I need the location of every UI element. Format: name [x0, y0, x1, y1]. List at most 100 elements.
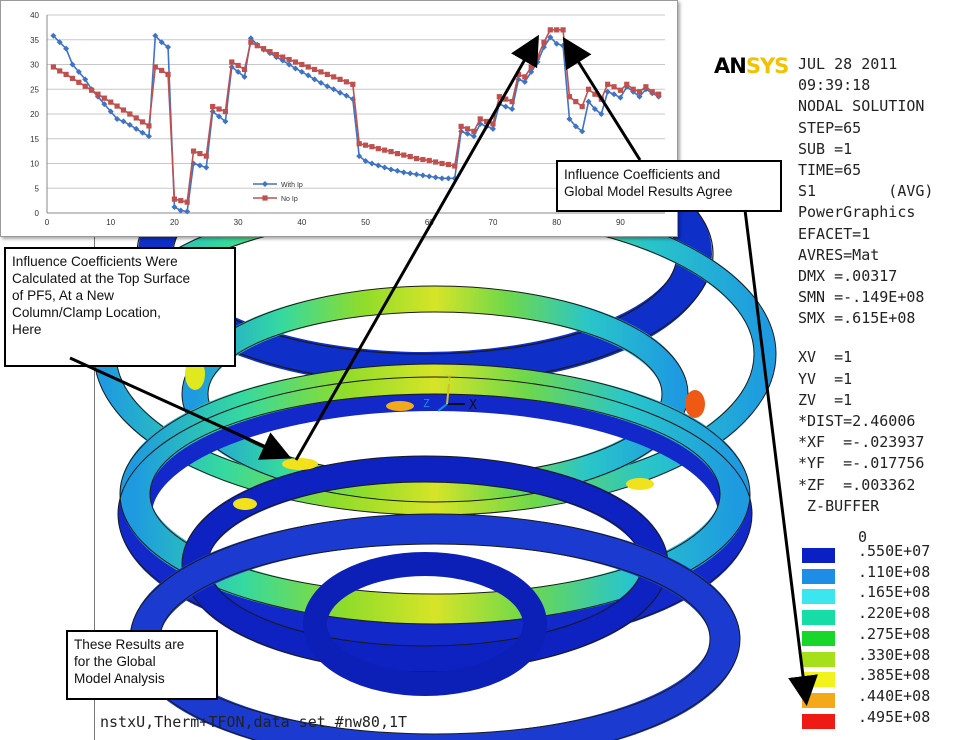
- data-point-no-ip: [452, 163, 458, 169]
- y-tick-label: 15: [30, 135, 39, 144]
- scale-label: .220E+08: [858, 604, 931, 623]
- legend-marker-0: [262, 181, 268, 187]
- data-point-no-ip: [57, 68, 63, 74]
- view-zv: ZV =1: [798, 390, 853, 409]
- info-time: 09:39:18: [798, 76, 871, 95]
- data-point-with-ip: [572, 123, 579, 130]
- y-tick-label: 0: [35, 209, 40, 218]
- data-point-no-ip: [515, 71, 522, 77]
- data-point-no-ip: [114, 103, 120, 109]
- data-point-with-ip: [585, 98, 592, 105]
- data-point-with-ip: [388, 166, 395, 173]
- triad-z-label: Z: [423, 397, 430, 410]
- data-point-no-ip: [592, 91, 598, 97]
- data-point-with-ip: [139, 129, 146, 136]
- data-point-with-ip: [114, 115, 121, 122]
- triad-x-label: X: [469, 398, 477, 413]
- data-point-with-ip: [445, 175, 452, 182]
- scale-swatch: [802, 589, 835, 605]
- data-point-with-ip: [394, 167, 401, 174]
- data-point-no-ip: [643, 84, 649, 90]
- scale-row: .495E+08: [802, 708, 960, 729]
- view-yf: *YF =-.017756: [798, 454, 925, 473]
- data-point-with-ip: [305, 72, 312, 79]
- data-point-with-ip: [553, 40, 560, 47]
- data-point-no-ip: [496, 94, 502, 100]
- data-point-with-ip: [222, 118, 229, 125]
- data-point-no-ip: [382, 147, 388, 153]
- scale-label: .385E+08: [858, 666, 931, 685]
- data-point-no-ip: [216, 106, 222, 112]
- data-point-no-ip: [420, 156, 426, 163]
- callout-calculated-line-3: of PF5, At a New: [12, 288, 114, 303]
- data-point-with-ip: [216, 113, 223, 120]
- data-point-no-ip: [458, 123, 464, 129]
- data-point-no-ip: [656, 91, 662, 97]
- info-step: STEP=65: [798, 118, 862, 137]
- data-point-no-ip: [178, 198, 184, 204]
- data-point-no-ip: [388, 149, 394, 155]
- data-point-with-ip: [75, 68, 82, 75]
- data-point-no-ip: [82, 83, 88, 89]
- data-point-with-ip: [604, 88, 611, 95]
- callout-calculated-line-1: Influence Coefficients Were: [12, 254, 178, 269]
- x-tick-label: 10: [106, 218, 115, 227]
- data-point-with-ip: [356, 153, 363, 160]
- data-point-no-ip: [69, 75, 76, 81]
- data-point-no-ip: [369, 144, 375, 150]
- data-point-no-ip: [197, 151, 203, 157]
- arrow-to-legend: [743, 209, 818, 706]
- data-point-no-ip: [311, 66, 318, 73]
- data-point-with-ip: [502, 103, 509, 110]
- y-tick-label: 30: [30, 61, 39, 70]
- data-point-with-ip: [439, 175, 446, 182]
- data-point-no-ip: [248, 39, 254, 45]
- x-tick-label: 60: [425, 218, 434, 227]
- scale-label: .165E+08: [858, 583, 931, 602]
- y-tick-label: 40: [30, 11, 39, 20]
- scale-row: .330E+08: [802, 646, 960, 667]
- data-point-with-ip: [375, 162, 382, 169]
- y-tick-label: 5: [35, 184, 40, 193]
- data-point-no-ip: [394, 151, 401, 157]
- data-point-with-ip: [547, 34, 554, 41]
- scale-label: .440E+08: [858, 686, 931, 705]
- data-point-no-ip: [541, 39, 547, 45]
- scale-swatch: [802, 610, 835, 626]
- data-point-no-ip: [401, 152, 407, 158]
- logo-part-an: AN: [714, 54, 747, 78]
- data-point-no-ip: [617, 87, 624, 93]
- callout-agree: Influence Coefficients and Global Model …: [556, 160, 782, 212]
- data-point-with-ip: [419, 172, 426, 179]
- data-point-no-ip: [579, 103, 585, 110]
- info-dmx: DMX =.00317: [798, 266, 898, 285]
- data-point-no-ip: [261, 46, 267, 52]
- data-point-no-ip: [50, 64, 56, 70]
- y-tick-label: 25: [30, 85, 39, 94]
- callout-calculated-line-4: Column/Clamp Location,: [12, 305, 161, 320]
- data-point-with-ip: [337, 89, 344, 96]
- callout-calculated-line-5: Here: [12, 322, 42, 337]
- data-point-no-ip: [241, 66, 248, 73]
- data-point-no-ip: [318, 69, 324, 75]
- data-point-with-ip: [579, 128, 586, 135]
- data-point-with-ip: [311, 76, 318, 83]
- scale-label: .110E+08: [858, 562, 931, 581]
- scale-zero-label: 0: [858, 528, 868, 546]
- view-xv: XV =1: [798, 348, 853, 367]
- data-point-no-ip: [88, 87, 95, 93]
- data-point-with-ip: [521, 78, 528, 85]
- data-point-no-ip: [210, 103, 216, 110]
- data-point-with-ip: [426, 173, 433, 180]
- data-point-no-ip: [337, 76, 343, 82]
- y-tick-label: 35: [30, 36, 39, 45]
- data-point-no-ip: [159, 67, 165, 74]
- data-point-no-ip: [76, 79, 82, 85]
- data-point-with-ip: [470, 133, 477, 140]
- data-point-no-ip: [229, 59, 235, 65]
- data-point-with-ip: [286, 61, 293, 68]
- ansys-logo: ANSYS: [714, 54, 789, 78]
- data-point-with-ip: [362, 158, 369, 165]
- data-point-no-ip: [146, 123, 152, 129]
